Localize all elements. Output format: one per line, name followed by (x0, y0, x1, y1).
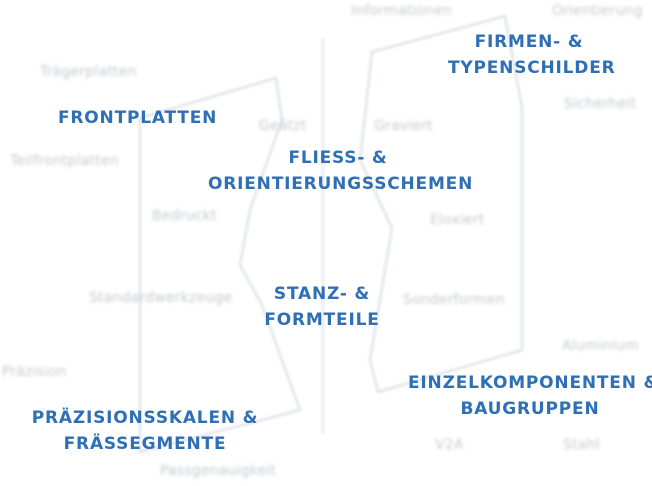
category-stanz-line1: STANZ- & (273, 284, 371, 304)
bg-word-standardwerkzeuge: Standardwerkzeuge (89, 290, 233, 306)
bg-word-aluminium: Aluminium (562, 338, 639, 354)
bg-word-orientierung: Orientierung (552, 3, 643, 19)
category-firmen-line2: TYPENSCHILDER (448, 58, 616, 78)
bg-word-praezision: Präzision (2, 364, 67, 380)
bg-word-traegerplatten: Trägerplatten (40, 64, 137, 80)
category-firmen-line1: FIRMEN- & (474, 32, 584, 52)
bg-word-sonderformen: Sonderformen (403, 292, 506, 308)
bg-word-informationen: Informationen (351, 3, 453, 19)
bg-word-geaetzt: Geätzt (259, 118, 307, 134)
category-frontplatten-line1: FRONTPLATTEN (58, 108, 218, 128)
category-fliess-line2: ORIENTIERUNGSSCHEMEN (208, 174, 474, 194)
category-link-praezisionsskalen-fraessegmente[interactable]: PRÄZISIONSSKALEN & FRÄSSEGMENTE (30, 405, 260, 457)
category-fliess-line1: FLIESS- & (288, 148, 388, 168)
category-einzel-line1: EINZELKOMPONENTEN & (408, 373, 652, 393)
bg-word-teilfrontplatten: Teilfrontplatten (10, 153, 119, 169)
bg-word-stahl: Stahl (563, 437, 600, 453)
category-praezision-line2: FRÄSSEGMENTE (63, 434, 227, 454)
right-panel-outline (358, 14, 524, 394)
category-einzel-line2: BAUGRUPPEN (460, 399, 600, 419)
bg-word-bedruckt: Bedruckt (152, 208, 217, 224)
bg-word-graviert: Graviert (374, 118, 433, 134)
category-link-frontplatten[interactable]: FRONTPLATTEN (58, 105, 217, 131)
category-praezision-line1: PRÄZISIONSSKALEN & (31, 408, 259, 428)
category-link-fliess-orientierungsschemen[interactable]: FLIESS- & ORIENTIERUNGSSCHEMEN (208, 145, 474, 197)
bg-word-sicherheit: Sicherheit (564, 96, 637, 112)
bg-word-passgenauigkeit: Passgenauigkeit (160, 463, 277, 479)
category-link-stanz-formteile[interactable]: STANZ- & FORMTEILE (262, 281, 382, 333)
category-stanz-line2: FORMTEILE (264, 310, 380, 330)
bg-word-v2a: V2A (435, 437, 464, 453)
category-link-einzelkomponenten-baugruppen[interactable]: EINZELKOMPONENTEN & BAUGRUPPEN (408, 370, 652, 422)
bg-word-eloxiert: Eloxiert (430, 212, 485, 228)
category-link-firmen-typenschilder[interactable]: FIRMEN- & TYPENSCHILDER (448, 29, 616, 81)
left-panel-outline (138, 76, 302, 454)
